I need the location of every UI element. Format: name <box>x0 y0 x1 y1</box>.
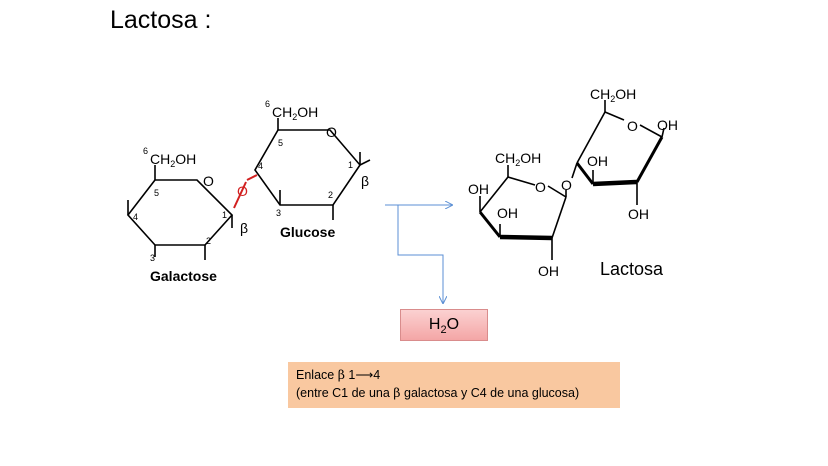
glycosidic-bond <box>233 181 247 209</box>
glucose-c5-number: 5 <box>278 138 283 148</box>
slide-title: Lactosa : <box>110 6 212 34</box>
lactose-glucose-ring-oxygen: O <box>627 118 638 134</box>
galactose-structure <box>126 165 234 260</box>
lactose-oh-c2-galactose: OH <box>538 263 559 279</box>
water-o: O <box>446 316 460 333</box>
beta-symbol: β <box>393 385 401 400</box>
glucose-c4-number: 4 <box>258 161 263 171</box>
galactose-c5-number: 5 <box>154 188 159 198</box>
galactose-c3-number: 3 <box>150 253 155 263</box>
bond-note-line1: Enlace β 1⟶4 <box>296 367 381 382</box>
glucose-c2-number: 2 <box>328 190 333 200</box>
lactose-ch2oh-glucose: CH2OH <box>590 86 636 104</box>
lactose-oh-c3-galactose: OH <box>497 205 518 221</box>
water-h: H <box>428 316 441 333</box>
galactose-ring-oxygen: O <box>203 173 214 189</box>
galactose-ch2oh: CH2OH <box>150 151 196 169</box>
reaction-arrows <box>385 205 452 303</box>
galactose-c1-number: 1 <box>222 210 227 220</box>
lactose-oh-c3-glucose: OH <box>587 153 608 169</box>
lactose-oh-c2-glucose: OH <box>628 206 649 222</box>
glucose-name: Glucose <box>280 224 335 240</box>
bond-note-line2: (entre C1 de una β galactosa y C4 de una… <box>296 385 580 400</box>
bridge-oxygen: O <box>237 183 248 199</box>
water-byproduct-box: H2O <box>400 309 488 341</box>
beta-symbol: β <box>337 367 345 382</box>
lactose-glycosidic-oxygen: O <box>561 177 572 193</box>
galactose-name: Galactose <box>150 268 217 284</box>
lactose-oh-c1-glucose: OH <box>657 117 678 133</box>
galactose-c6-number: 6 <box>143 146 148 156</box>
lactose-product-name: Lactosa <box>600 259 664 279</box>
galactose-c4-number: 4 <box>133 212 138 222</box>
glucose-beta-label: β <box>361 173 369 189</box>
lactose-structure <box>478 100 665 260</box>
lactose-ch2oh-galactose: CH2OH <box>495 150 541 168</box>
bond-note: Enlace β 1⟶4 (entre C1 de una β galactos… <box>288 362 620 408</box>
galactose-c2-number: 2 <box>206 236 211 246</box>
galactose-beta-label: β <box>240 220 248 236</box>
glucose-ring-oxygen: O <box>326 124 337 140</box>
glucose-structure <box>254 118 371 220</box>
lactose-galactose-ring-oxygen: O <box>535 179 546 195</box>
glucose-c6-number: 6 <box>265 99 270 109</box>
water-subscript: 2 <box>440 324 447 337</box>
lactose-oh-c4-galactose: OH <box>468 181 489 197</box>
glucose-c1-number: 1 <box>348 160 353 170</box>
glucose-ch2oh: CH2OH <box>272 104 318 122</box>
glucose-c3-number: 3 <box>276 208 281 218</box>
